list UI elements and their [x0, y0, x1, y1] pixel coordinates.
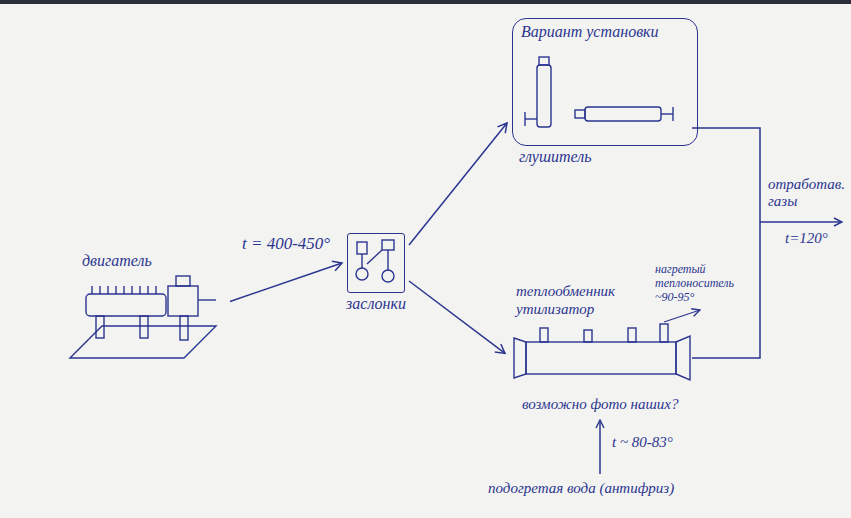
node-caption: глушитель [519, 148, 592, 166]
engine-fin [123, 286, 124, 294]
damper-disc [356, 268, 368, 280]
muffler-flange [672, 107, 673, 121]
damper-disc [382, 270, 394, 282]
engine-leg [96, 316, 104, 338]
engine-drawing [68, 272, 218, 362]
exhaust-merge-line [692, 128, 760, 358]
water-in-arrow [599, 420, 601, 474]
board-edge [0, 0, 851, 4]
muffler-inlet [525, 118, 537, 119]
muffler-horizontal [585, 107, 661, 121]
damper-stem [387, 250, 388, 270]
muffler-flange [524, 112, 525, 126]
note-label: t ~ 80-83° [612, 434, 673, 451]
muffler-outlet [661, 113, 673, 114]
exchanger-cap [676, 336, 690, 380]
dampers-drawing [348, 234, 406, 294]
exhaust-out-arrow [760, 221, 842, 223]
engine-fin [147, 286, 148, 294]
engine-fin [107, 286, 108, 294]
damper-link [367, 250, 382, 264]
edge-label: t = 400-450° [239, 234, 333, 254]
muffler-inlet [575, 110, 585, 118]
flow-arrow [230, 263, 342, 302]
engine-fin [131, 286, 132, 294]
damper-valve [357, 242, 367, 254]
exchanger-nozzle [540, 328, 548, 342]
engine-head [168, 286, 198, 316]
node-title: заслонки [346, 295, 406, 313]
muffler-vertical [537, 65, 551, 127]
engine-leg [180, 316, 188, 340]
exchanger-cap [514, 338, 526, 378]
flow-arrow [409, 123, 507, 245]
engine-outlet [176, 276, 190, 286]
note-label: отработав. газы [768, 176, 846, 210]
engine-fin [99, 286, 100, 294]
note-label: подогретая вода (антифриз) [488, 480, 674, 497]
exchanger-nozzle [660, 324, 668, 342]
node-title: теплообменник утилизатор [510, 282, 632, 322]
engine-fin [139, 286, 140, 294]
note-label: t=120° [785, 230, 828, 247]
engine-platform [70, 326, 216, 358]
damper-box: заслонки [347, 233, 405, 293]
node-title: Вариант установки [513, 19, 697, 41]
engine-leg [140, 316, 148, 338]
engine-fin [115, 286, 116, 294]
coolant-out-arrow [664, 310, 700, 322]
damper-valve [382, 240, 394, 250]
engine-block [86, 294, 166, 316]
damper-stem [361, 254, 362, 268]
note-label: нагретый теплоноситель ~90-95° [655, 262, 755, 304]
engine-sketch: двигатель [68, 252, 226, 362]
node-title: двигатель [68, 252, 226, 272]
flow-arrow [409, 281, 505, 353]
exchanger-nozzle [584, 330, 592, 342]
note-label: возможно фото наших? [522, 396, 678, 413]
muffler-outlet [539, 57, 549, 65]
engine-fin [155, 286, 156, 294]
engine-fin [91, 286, 92, 294]
exchanger-body [526, 342, 676, 374]
hx-drawing [510, 322, 696, 384]
engine-exhaust-pipe [198, 299, 216, 300]
exchanger-nozzle [628, 328, 636, 342]
muffler-frame: Вариант установкиглушитель [512, 18, 698, 146]
